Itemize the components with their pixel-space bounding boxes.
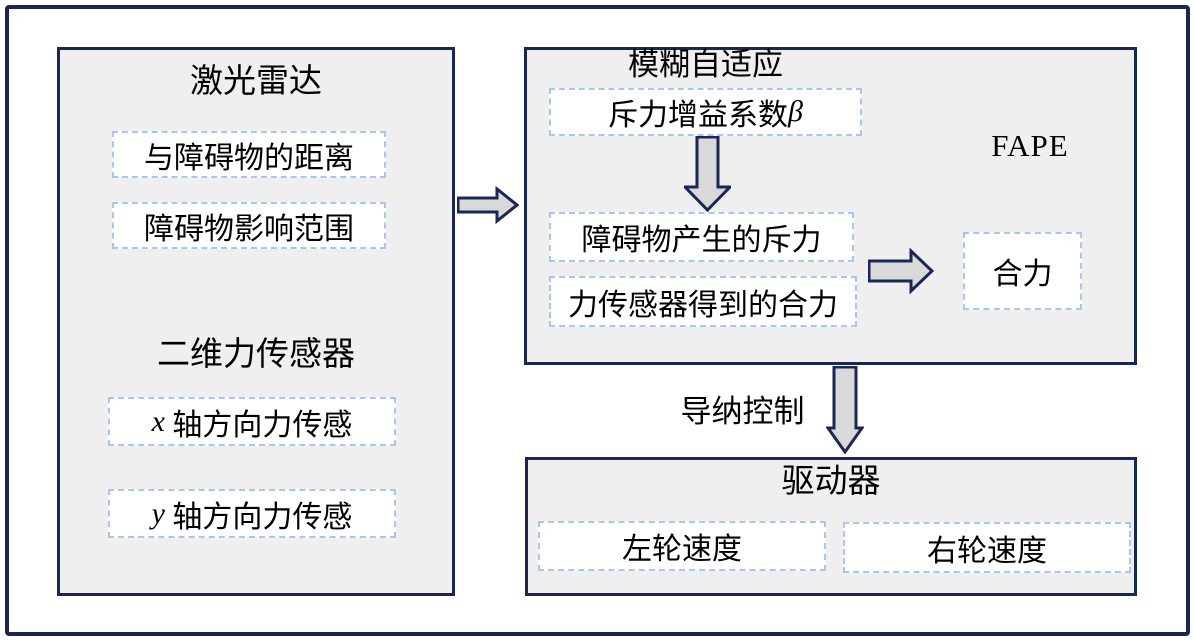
x-variable: x — [151, 404, 165, 438]
y-variable: y — [151, 496, 165, 530]
lidar-title: 激光雷达 — [190, 64, 322, 100]
right-wheel-speed-label: 右轮速度 — [927, 534, 1047, 568]
fuzzy-adaptive-title: 模糊自适应 — [628, 47, 783, 82]
obstacle-distance-box: 与障碍物的距离 — [112, 131, 386, 178]
obstacle-range-box: 障碍物影响范围 — [112, 202, 386, 249]
y-axis-force-box: y 轴方向力传感 — [108, 489, 396, 538]
beta-variable: β — [788, 95, 803, 128]
force-sensor-title: 二维力传感器 — [157, 337, 355, 373]
arrow-lidar-to-fape-icon — [457, 186, 519, 224]
resultant-force-label: 合力 — [992, 258, 1053, 291]
driver-title: 驱动器 — [781, 464, 881, 500]
arrow-forces-to-resultant-icon — [868, 248, 934, 294]
resultant-force-box: 合力 — [963, 232, 1082, 310]
y-axis-force-label: 轴方向力传感 — [164, 500, 353, 534]
arrow-gain-to-repulsion-icon — [684, 136, 731, 212]
right-wheel-speed-box: 右轮速度 — [843, 522, 1131, 573]
arrow-fape-to-driver-icon — [826, 366, 864, 454]
fape-label: FAPE — [991, 128, 1069, 163]
admittance-control-label: 导纳控制 — [680, 394, 805, 429]
sensor-resultant-box: 力传感器得到的合力 — [549, 276, 857, 327]
outer-frame — [5, 5, 1190, 636]
x-axis-force-box: x 轴方向力传感 — [108, 397, 396, 446]
obstacle-range-label: 障碍物影响范围 — [144, 212, 354, 246]
left-wheel-speed-box: 左轮速度 — [538, 521, 826, 571]
sensor-resultant-label: 力传感器得到的合力 — [568, 288, 838, 322]
obstacle-distance-label: 与障碍物的距离 — [144, 141, 354, 175]
obstacle-repulsion-box: 障碍物产生的斥力 — [549, 212, 854, 262]
repulsion-gain-label: 斥力增益系数 — [608, 99, 789, 132]
x-axis-force-label: 轴方向力传感 — [164, 408, 353, 442]
obstacle-repulsion-label: 障碍物产生的斥力 — [581, 224, 822, 257]
left-wheel-speed-label: 左轮速度 — [622, 533, 742, 566]
